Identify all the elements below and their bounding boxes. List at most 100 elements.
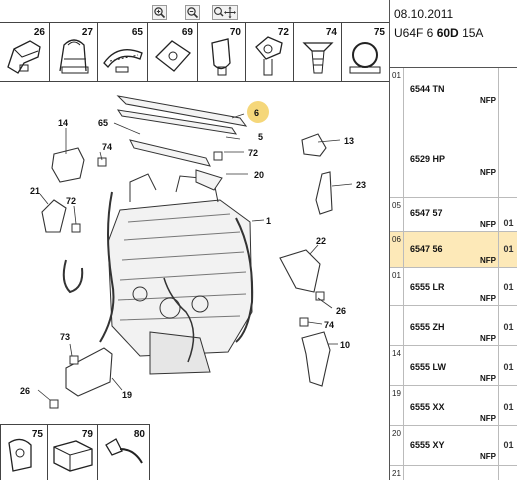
cushion-icon xyxy=(53,440,93,472)
plate-icon xyxy=(155,40,191,72)
catalog-date: 08.10.2011 xyxy=(394,7,454,21)
callout-72b: 72 xyxy=(66,196,76,206)
fastener-icon xyxy=(255,36,283,76)
part-row[interactable]: 01 6555 LR NFP 01 xyxy=(390,268,517,306)
part-tag: NFP xyxy=(480,374,496,383)
thumb-70[interactable]: 70 xyxy=(198,23,246,81)
row-index: 01 xyxy=(390,68,404,197)
thumb-26[interactable]: 26 xyxy=(0,23,50,81)
part-qty: 01 xyxy=(498,232,517,267)
thumb-number: 74 xyxy=(325,27,337,38)
row-index: 20 xyxy=(390,426,404,465)
part-13-bracket xyxy=(301,133,327,157)
part-qty: 01 xyxy=(498,346,517,385)
cable-clip-icon xyxy=(8,438,32,472)
part-tag: NFP xyxy=(480,256,496,265)
bottom-thumbnail-strip: 75 79 80 xyxy=(0,424,150,480)
parts-list-header: 08.10.2011 U64F 6 60D 15A xyxy=(390,0,517,68)
clip-icon xyxy=(211,38,231,76)
thumb-number: 27 xyxy=(81,27,93,38)
callout-14: 14 xyxy=(58,118,68,128)
part-reference: 6544 TN xyxy=(410,84,445,94)
thumb-27[interactable]: 27 xyxy=(50,23,98,81)
part-qty: 01 xyxy=(498,386,517,425)
part-5-rail xyxy=(116,109,238,135)
part-tag: NFP xyxy=(480,96,496,105)
hose-clip-icon xyxy=(103,49,143,73)
engine-block xyxy=(107,199,253,357)
thumb-number: 70 xyxy=(229,27,241,38)
part-reference: 6529 HP xyxy=(410,154,446,164)
part-row[interactable]: 05 6547 57 NFP 01 xyxy=(390,198,517,232)
code-bold: 60D xyxy=(436,26,459,40)
callout-13: 13 xyxy=(344,136,354,146)
part-14-bracket xyxy=(51,147,85,183)
callout-6-highlight xyxy=(247,101,269,123)
pan-icon xyxy=(214,6,236,19)
thumb-79[interactable]: 79 xyxy=(48,425,98,480)
thumb-number: 75 xyxy=(373,27,385,38)
callout-74: 74 xyxy=(102,142,112,152)
engine-exploded-diagram: 14 65 74 6 5 72 20 13 23 21 72 1 22 26 7… xyxy=(20,95,366,409)
part-row[interactable]: 19 6555 XX NFP 01 xyxy=(390,386,517,426)
part-reference: 6547 57 xyxy=(410,208,443,218)
part-tag: NFP xyxy=(480,334,496,343)
callout-21: 21 xyxy=(30,186,40,196)
thumb-72[interactable]: 72 xyxy=(246,23,294,81)
part-tag: NFP xyxy=(480,168,496,177)
callout-73: 73 xyxy=(60,332,70,342)
push-pin-icon xyxy=(302,42,334,74)
thumb-number: 75 xyxy=(31,429,43,440)
zoom-in-button[interactable] xyxy=(152,5,167,20)
part-6-rail xyxy=(116,95,248,127)
part-qty xyxy=(498,68,517,197)
thumb-74[interactable]: 74 xyxy=(294,23,342,81)
row-index xyxy=(390,306,404,345)
part-tag: NFP xyxy=(480,452,496,461)
bracket-clip-icon xyxy=(7,40,41,74)
callout-26b: 26 xyxy=(20,386,30,396)
strap-clip-icon xyxy=(105,438,143,464)
part-row[interactable]: 14 6555 LW NFP 01 xyxy=(390,346,517,386)
callout-22: 22 xyxy=(316,236,326,246)
thumb-75-bottom[interactable]: 75 xyxy=(0,425,48,480)
part-row[interactable]: 6555 ZH NFP 01 xyxy=(390,306,517,346)
parts-list-panel: 08.10.2011 U64F 6 60D 15A 01 6544 TN NFP… xyxy=(389,0,517,480)
part-row[interactable]: 01 6544 TN NFP 6529 HP NFP xyxy=(390,68,517,198)
zoom-out-icon xyxy=(187,7,199,19)
part-row[interactable]: 21 xyxy=(390,466,517,480)
part-reference: 6555 ZH xyxy=(410,322,445,332)
part-65-bar xyxy=(129,139,211,167)
diagram-panel: 26 27 65 69 70 72 74 75 xyxy=(0,0,389,480)
thumb-69[interactable]: 69 xyxy=(148,23,198,81)
part-qty: 01 xyxy=(498,198,517,231)
thumb-75[interactable]: 75 xyxy=(342,23,389,81)
thumb-80[interactable]: 80 xyxy=(98,425,150,480)
ring-clip-icon xyxy=(349,42,381,74)
callout-5: 5 xyxy=(258,132,263,142)
part-reference: 6555 LR xyxy=(410,282,445,292)
part-row[interactable]: 20 6555 XY NFP 01 xyxy=(390,426,517,466)
part-21-bracket xyxy=(41,199,67,233)
row-index: 01 xyxy=(390,268,404,305)
part-tag: NFP xyxy=(480,294,496,303)
part-reference: 6547 56 xyxy=(410,244,443,254)
thumb-number: 65 xyxy=(131,27,143,38)
thumb-number: 79 xyxy=(81,429,93,440)
zoom-out-button[interactable] xyxy=(185,5,200,20)
diagram-toolbar xyxy=(0,0,389,22)
row-index: 19 xyxy=(390,386,404,425)
thumb-65[interactable]: 65 xyxy=(98,23,148,81)
part-tag: NFP xyxy=(480,414,496,423)
thumb-number: 80 xyxy=(133,429,145,440)
pan-button[interactable] xyxy=(212,5,238,20)
part-22-bracket xyxy=(279,249,321,293)
part-row-selected[interactable]: 06 6547 56 NFP 01 xyxy=(390,232,517,268)
part-tag: NFP xyxy=(480,220,496,229)
thumb-number: 26 xyxy=(33,27,45,38)
part-10-bracket xyxy=(301,331,331,387)
part-19-bracket xyxy=(65,347,113,397)
part-thumbnail-strip: 26 27 65 69 70 72 74 75 xyxy=(0,22,389,82)
callout-20: 20 xyxy=(254,170,264,180)
callout-23: 23 xyxy=(356,180,366,190)
